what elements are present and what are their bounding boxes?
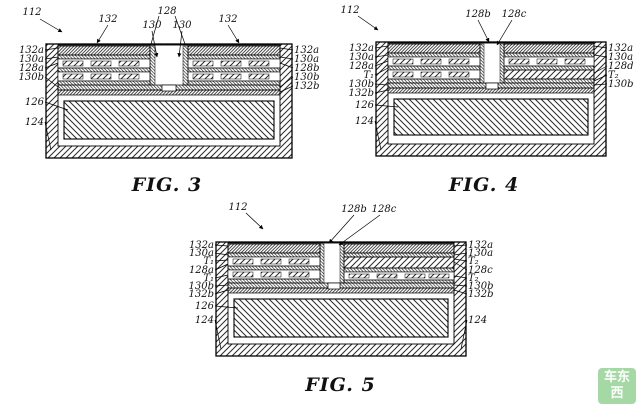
fig4-labels: 112 128b 128c 132a 130a 128a T₁ 130b 132… <box>340 5 633 127</box>
fig4-ref-132a-left: 132a <box>349 43 374 54</box>
fig4-drawing: 112 128b 128c 132a 130a 128a T₁ 130b 132… <box>340 5 634 157</box>
fig3-ref-130a-left: 130a <box>19 54 44 65</box>
fig3-structure <box>45 43 293 159</box>
fig4-ref-t1-left: T₁ <box>363 70 374 81</box>
fig4-ref-124: 124 <box>355 116 374 127</box>
fig5-ref-130b-right: 130b <box>468 281 494 292</box>
fig5-ref-128b: 128b <box>341 204 367 215</box>
fig5-ref-132b-left: 132b <box>189 289 215 300</box>
fig3-leader-lines <box>39 15 294 151</box>
fig5-ref-132a-right: 132a <box>468 240 493 251</box>
fig3-ref-126: 126 <box>25 97 45 108</box>
fig3-caption: FIG. 3 <box>131 174 203 196</box>
fig5-ref-128a-left: 128a <box>189 265 214 276</box>
fig5-ref-124-right: 124 <box>468 315 487 326</box>
fig3-ref-132b-right: 132b <box>294 81 320 92</box>
fig4-ref-130a-right: 130a <box>608 52 633 63</box>
fig4: 112 128b 128c 132a 130a 128a T₁ 130b 132… <box>330 2 638 172</box>
fig5-ref-112: 112 <box>228 202 247 213</box>
fig3-drawing: 112 132 128 130 130 132 132a 130a 128a 1… <box>19 6 320 159</box>
fig5-ref-128c-right: 128c <box>468 265 493 276</box>
fig5-ref-128c-top: 128c <box>372 204 397 215</box>
fig3-labels: 112 132 128 130 130 132 132a 130a 128a 1… <box>19 6 320 128</box>
fig4-structure <box>375 41 607 157</box>
fig4-ref-128d-right: 128d <box>608 61 634 72</box>
fig5-ref-130a-right: 130a <box>468 248 493 259</box>
fig4-ref-126: 126 <box>355 100 375 111</box>
fig3-ref-132-left: 132 <box>98 14 117 25</box>
fig3-ref-130a-right: 130a <box>294 54 319 65</box>
fig5-leader-lines <box>214 212 468 350</box>
fig5-ref-t2-upper: T₂ <box>468 256 479 267</box>
fig4-ref-t2-right: T₂ <box>608 70 619 81</box>
fig4-ref-130b-right: 130b <box>608 79 634 90</box>
fig5-ref-130b-left: 130b <box>189 281 215 292</box>
fig3-ref-130b-left: 130b <box>19 72 45 83</box>
fig3-ref-128a-left: 128a <box>19 63 44 74</box>
fig3-ref-132-right: 132 <box>218 14 237 25</box>
fig5-ref-130a-left: 130a <box>189 248 214 259</box>
fig3-ref-128b-right: 128b <box>294 63 320 74</box>
fig5-ref-132b-right: 132b <box>468 289 494 300</box>
fig5-ref-126: 126 <box>195 301 215 312</box>
fig5-caption: FIG. 5 <box>305 374 376 396</box>
fig4-ref-112: 112 <box>340 5 359 16</box>
watermark-text-bottom: 西 <box>610 386 624 401</box>
fig3: 112 132 128 130 130 132 132a 130a 128a 1… <box>6 2 328 172</box>
fig3-ref-130-right: 130 <box>172 20 192 31</box>
fig3-ref-130-left: 130 <box>142 20 162 31</box>
fig3-ref-130b-right: 130b <box>294 72 320 83</box>
fig3-ref-132a-left: 132a <box>19 45 44 56</box>
watermark-text-top: 车东 <box>603 370 630 386</box>
fig3-ref-128: 128 <box>157 6 176 17</box>
fig5-structure <box>215 241 467 357</box>
fig4-ref-132b-left: 132b <box>349 88 375 99</box>
watermark-badge: 车东 西 <box>598 368 636 404</box>
fig5: 112 128b 128c 132a 130a T₁ 128a T₁ 130b … <box>168 198 513 370</box>
fig4-ref-128c: 128c <box>502 9 527 20</box>
fig3-ref-112: 112 <box>22 7 41 18</box>
fig4-ref-130a-left: 130a <box>349 52 374 63</box>
fig5-ref-t1-upper: T₁ <box>203 256 214 267</box>
fig5-drawing: 112 128b 128c 132a 130a T₁ 128a T₁ 130b … <box>189 202 494 357</box>
fig4-ref-132a-right: 132a <box>608 43 633 54</box>
fig4-leader-lines <box>357 15 608 151</box>
fig5-labels: 112 128b 128c 132a 130a T₁ 128a T₁ 130b … <box>189 202 494 326</box>
fig4-caption: FIG. 4 <box>448 174 520 196</box>
fig5-ref-t2-lower: T₂ <box>468 273 479 284</box>
fig4-ref-128b: 128b <box>465 9 491 20</box>
fig5-ref-t1-lower: T₁ <box>203 273 214 284</box>
fig3-ref-132a-right: 132a <box>294 45 319 56</box>
fig3-ref-124: 124 <box>25 117 44 128</box>
fig4-ref-130b-left: 130b <box>349 79 375 90</box>
fig5-ref-124-left: 124 <box>195 315 214 326</box>
fig4-ref-128a-left: 128a <box>349 61 374 72</box>
fig5-ref-132a-left: 132a <box>189 240 214 251</box>
